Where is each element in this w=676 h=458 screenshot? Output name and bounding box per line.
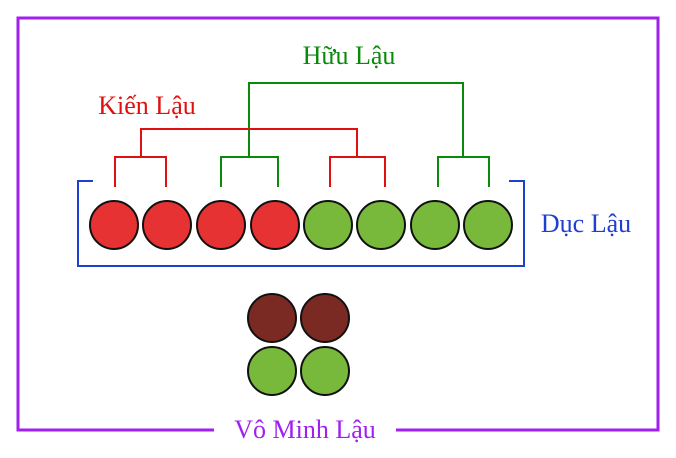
ball-red [196, 200, 246, 250]
ball-green [356, 200, 406, 250]
duc-lau-label: Dục Lậu [541, 209, 631, 238]
kien-lau-label: Kiến Lậu [98, 91, 195, 120]
ball-red [142, 200, 192, 250]
ball-green [300, 346, 350, 396]
vo-minh-lau-label-bg [214, 414, 396, 446]
kien-lau-bracket [114, 128, 386, 187]
ball-green [247, 346, 297, 396]
ball-red [89, 200, 139, 250]
ball-green [463, 200, 513, 250]
duc-lau-bracket [77, 180, 525, 267]
ball-dark-red [300, 293, 350, 343]
ball-cluster [247, 293, 350, 396]
vo-minh-lau-label: Vô Minh Lậu [234, 415, 376, 444]
ball-dark-red [247, 293, 297, 343]
ball-green [410, 200, 460, 250]
ball-green [303, 200, 353, 250]
ball-row [89, 200, 513, 250]
ball-red [250, 200, 300, 250]
huu-lau-bracket [220, 82, 490, 187]
huu-lau-label: Hữu Lậu [303, 41, 396, 70]
